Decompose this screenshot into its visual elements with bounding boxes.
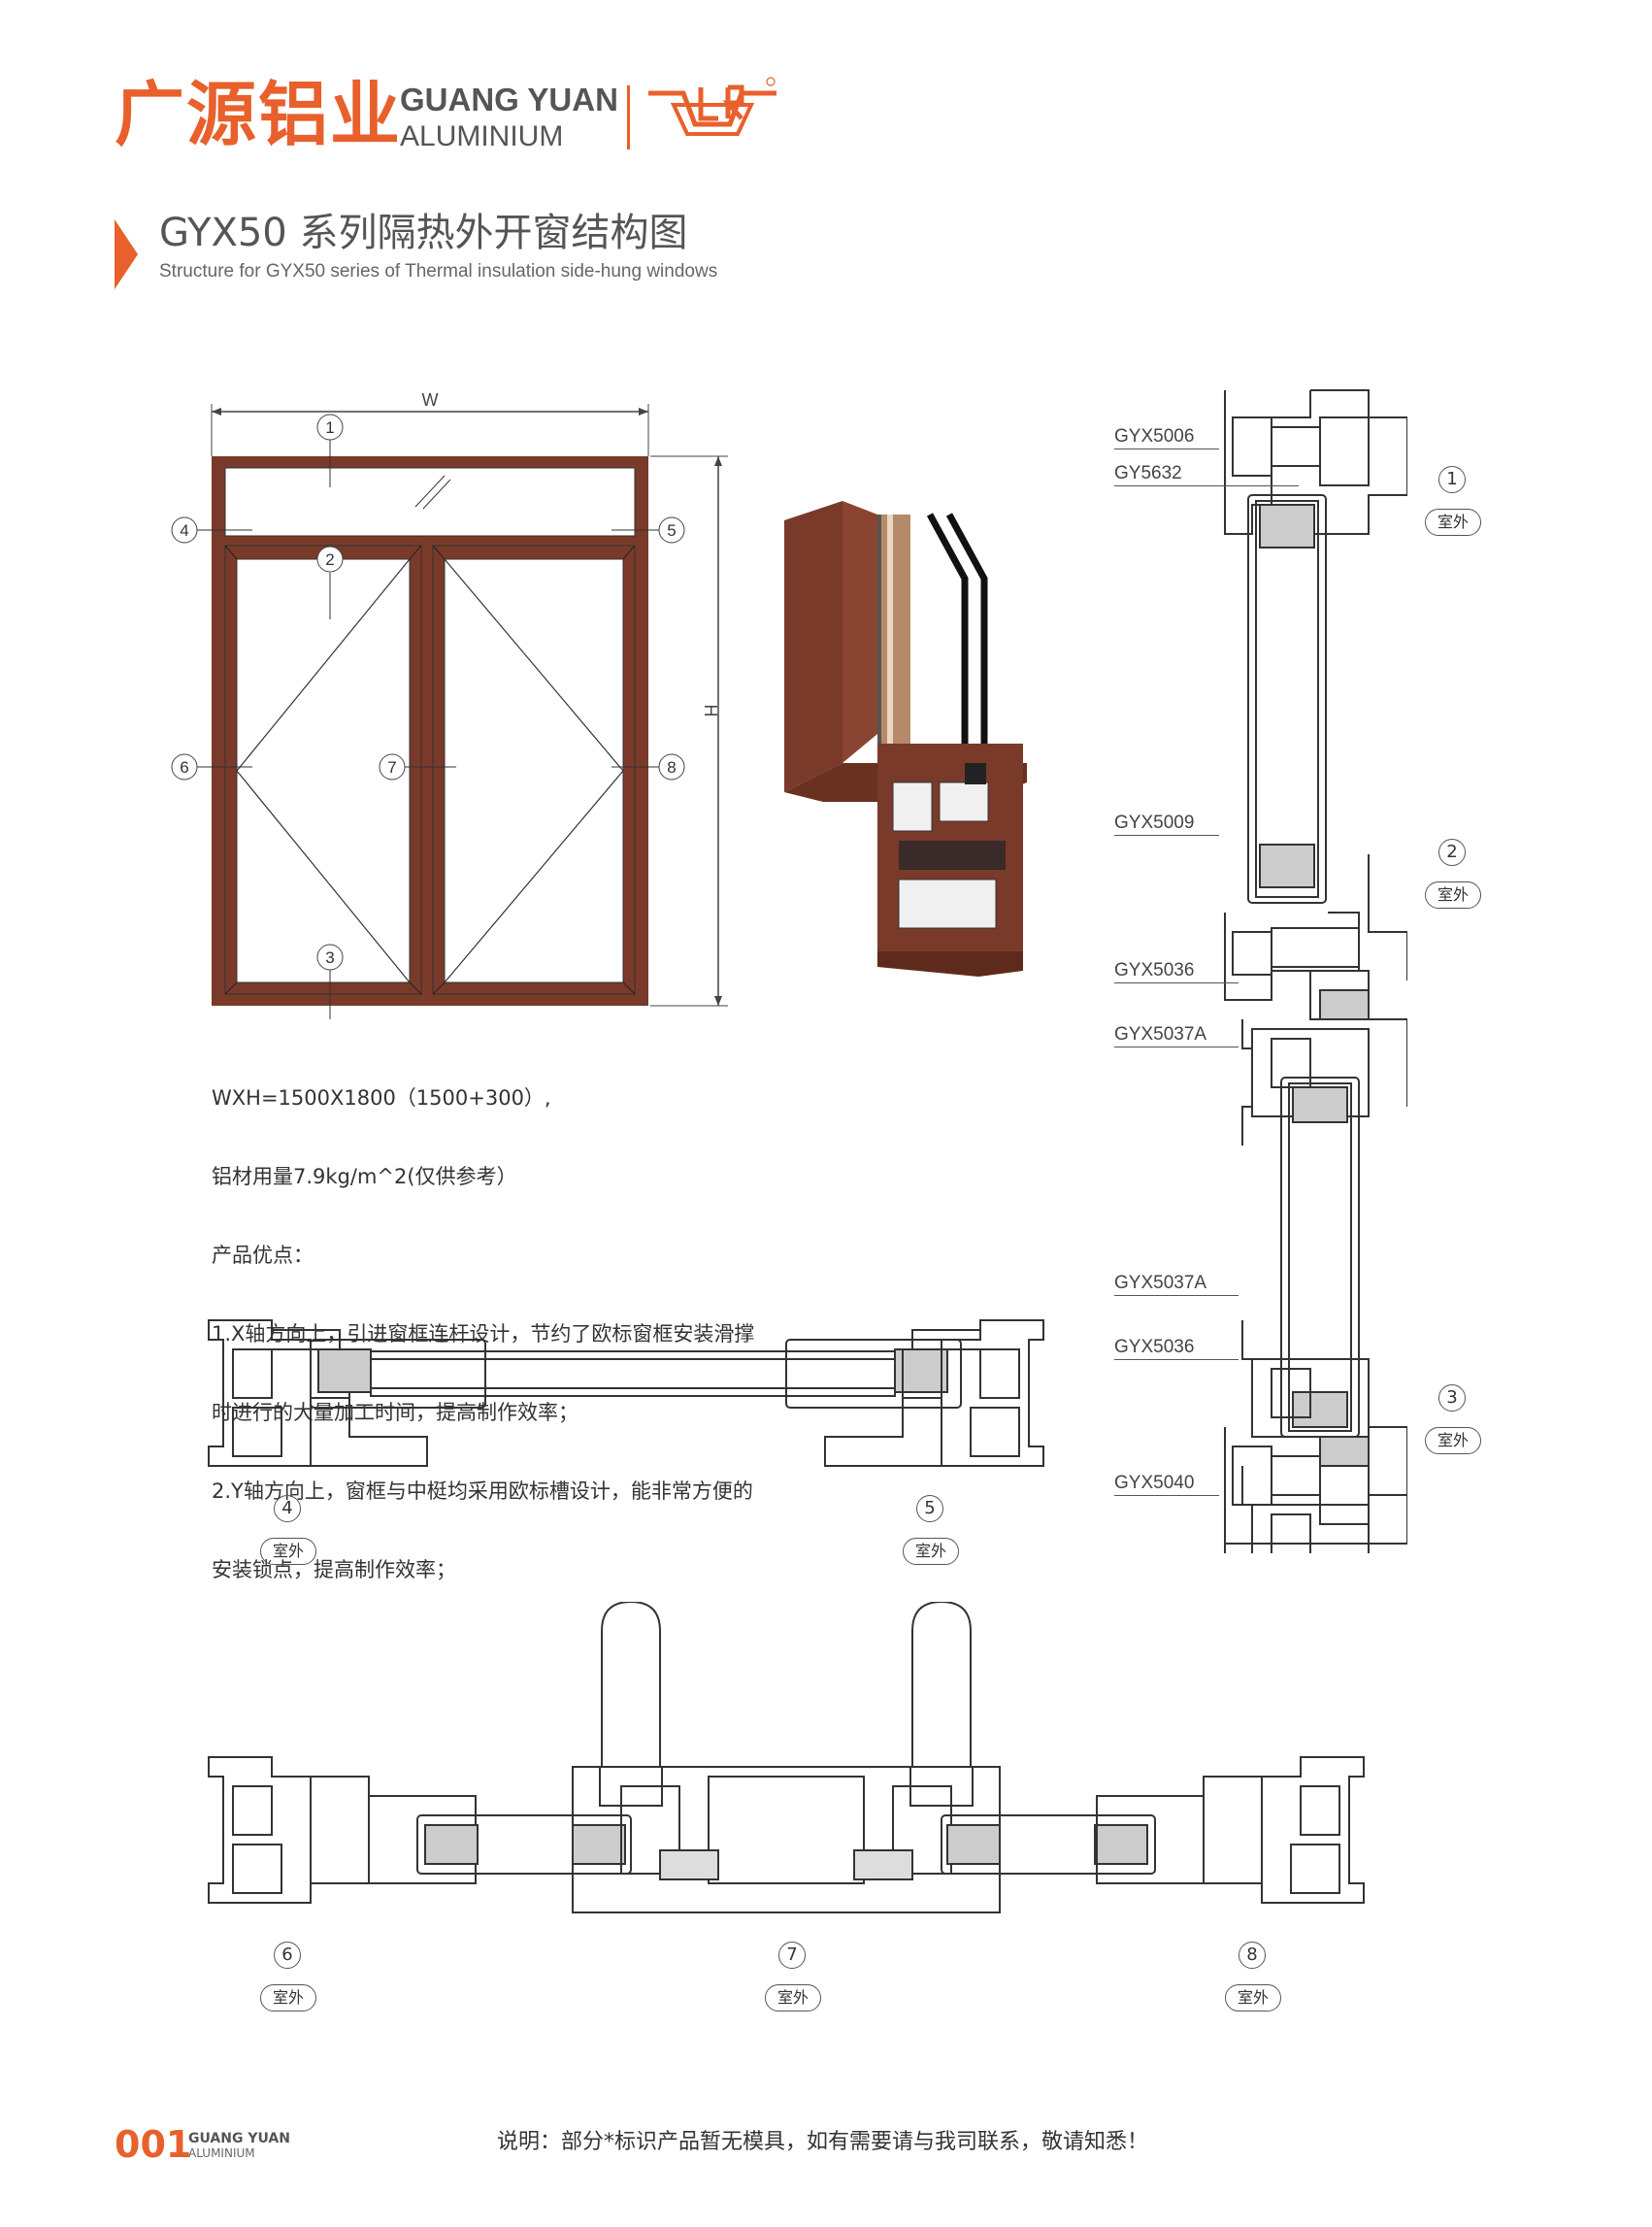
- footer-brand-line1: GUANG YUAN: [188, 2131, 290, 2146]
- outdoor-badge: 室外: [260, 1984, 316, 2011]
- section-marker-7: 7: [778, 1942, 806, 1969]
- brand-name-en-line1: GUANG YUAN: [400, 82, 618, 117]
- leader-line: [1114, 485, 1299, 486]
- vertical-section-bottom-drawing: [1224, 1320, 1407, 1545]
- spec-line: 安装锁点，提高制作效率；: [212, 1558, 456, 1581]
- height-label: H: [701, 705, 720, 717]
- title-marker: [115, 219, 138, 289]
- section-marker-6: 6: [274, 1942, 301, 1969]
- page-subtitle: Structure for GYX50 series of Thermal in…: [159, 261, 718, 282]
- spec-line: WXH=1500X1800（1500+300）,: [212, 1086, 551, 1110]
- part-label: GYX5040: [1114, 1473, 1195, 1493]
- spec-line: 铝材用量7.9kg/m^2(仅供参考）: [212, 1165, 517, 1188]
- outdoor-badge: 室外: [1225, 1984, 1281, 2011]
- elevation-marker-3: 3: [325, 948, 334, 967]
- leader-line: [1114, 982, 1239, 983]
- outdoor-badge: 室外: [1425, 881, 1481, 909]
- part-label: GYX5009: [1114, 813, 1195, 833]
- elevation-marker-4: 4: [180, 521, 188, 540]
- footer-brand-line2: ALUMINIUM: [188, 2146, 255, 2160]
- section-marker-2: 2: [1438, 839, 1466, 866]
- spec-line: 2.Y轴方向上，窗框与中梃均采用欧标槽设计，能非常方便的: [212, 1479, 753, 1503]
- page-title: GYX50 系列隔热外开窗结构图: [159, 211, 688, 255]
- spec-line: 产品优点：: [212, 1244, 314, 1267]
- leader-line: [1114, 1359, 1239, 1360]
- elevation-marker-1: 1: [325, 418, 334, 437]
- brand-divider: [627, 85, 630, 150]
- window-elevation-drawing: W H 1 2 3 4 5 6 7 8: [171, 390, 728, 1019]
- page-number: 001: [115, 2123, 192, 2166]
- outdoor-badge: 室外: [1425, 1427, 1481, 1454]
- elevation-marker-5: 5: [667, 521, 676, 540]
- part-label: GYX5037A: [1114, 1273, 1207, 1293]
- outdoor-badge: 室外: [903, 1538, 959, 1565]
- elevation-marker-2: 2: [325, 550, 334, 569]
- part-label: GY5632: [1114, 463, 1182, 483]
- spec-line: 时进行的大量加工时间，提高制作效率；: [212, 1401, 578, 1424]
- section-marker-5: 5: [916, 1495, 943, 1522]
- leader-line: [1114, 835, 1219, 836]
- elevation-marker-8: 8: [667, 758, 676, 777]
- width-label: W: [422, 390, 439, 410]
- part-label: GYX5006: [1114, 426, 1195, 447]
- part-label: GYX5036: [1114, 1337, 1195, 1357]
- brand-logo-icon: [648, 77, 776, 136]
- brand-name-cn: 广源铝业: [115, 74, 403, 155]
- brand-name-en-line2: ALUMINIUM: [400, 120, 564, 152]
- part-label: GYX5036: [1114, 960, 1195, 981]
- profile-3d-render: [784, 501, 1027, 977]
- section-marker-8: 8: [1239, 1942, 1266, 1969]
- leader-line: [1114, 1295, 1239, 1296]
- horizontal-section-top-drawing: [208, 1319, 1044, 1467]
- section-marker-1: 1: [1438, 466, 1466, 493]
- spec-text-block: WXH=1500X1800（1500+300）, 铝材用量7.9kg/m^2(仅…: [212, 1033, 754, 1610]
- elevation-marker-7: 7: [387, 758, 396, 777]
- footer-note: 说明：部分*标识产品暂无模具，如有需要请与我司联系，敬请知悉！: [497, 2130, 1149, 2154]
- spec-line: 1.X轴方向上，引进窗框连杆设计，节约了欧标窗框安装滑撑: [212, 1322, 755, 1346]
- outdoor-badge: 室外: [765, 1984, 821, 2011]
- horizontal-section-bottom-drawing: [208, 1602, 1365, 1913]
- section-marker-4: 4: [274, 1495, 301, 1522]
- elevation-marker-6: 6: [180, 758, 188, 777]
- part-label: GYX5037A: [1114, 1024, 1207, 1045]
- outdoor-badge: 室外: [1425, 509, 1481, 536]
- section-marker-3: 3: [1438, 1384, 1466, 1412]
- leader-line: [1114, 1495, 1219, 1496]
- outdoor-badge: 室外: [260, 1538, 316, 1565]
